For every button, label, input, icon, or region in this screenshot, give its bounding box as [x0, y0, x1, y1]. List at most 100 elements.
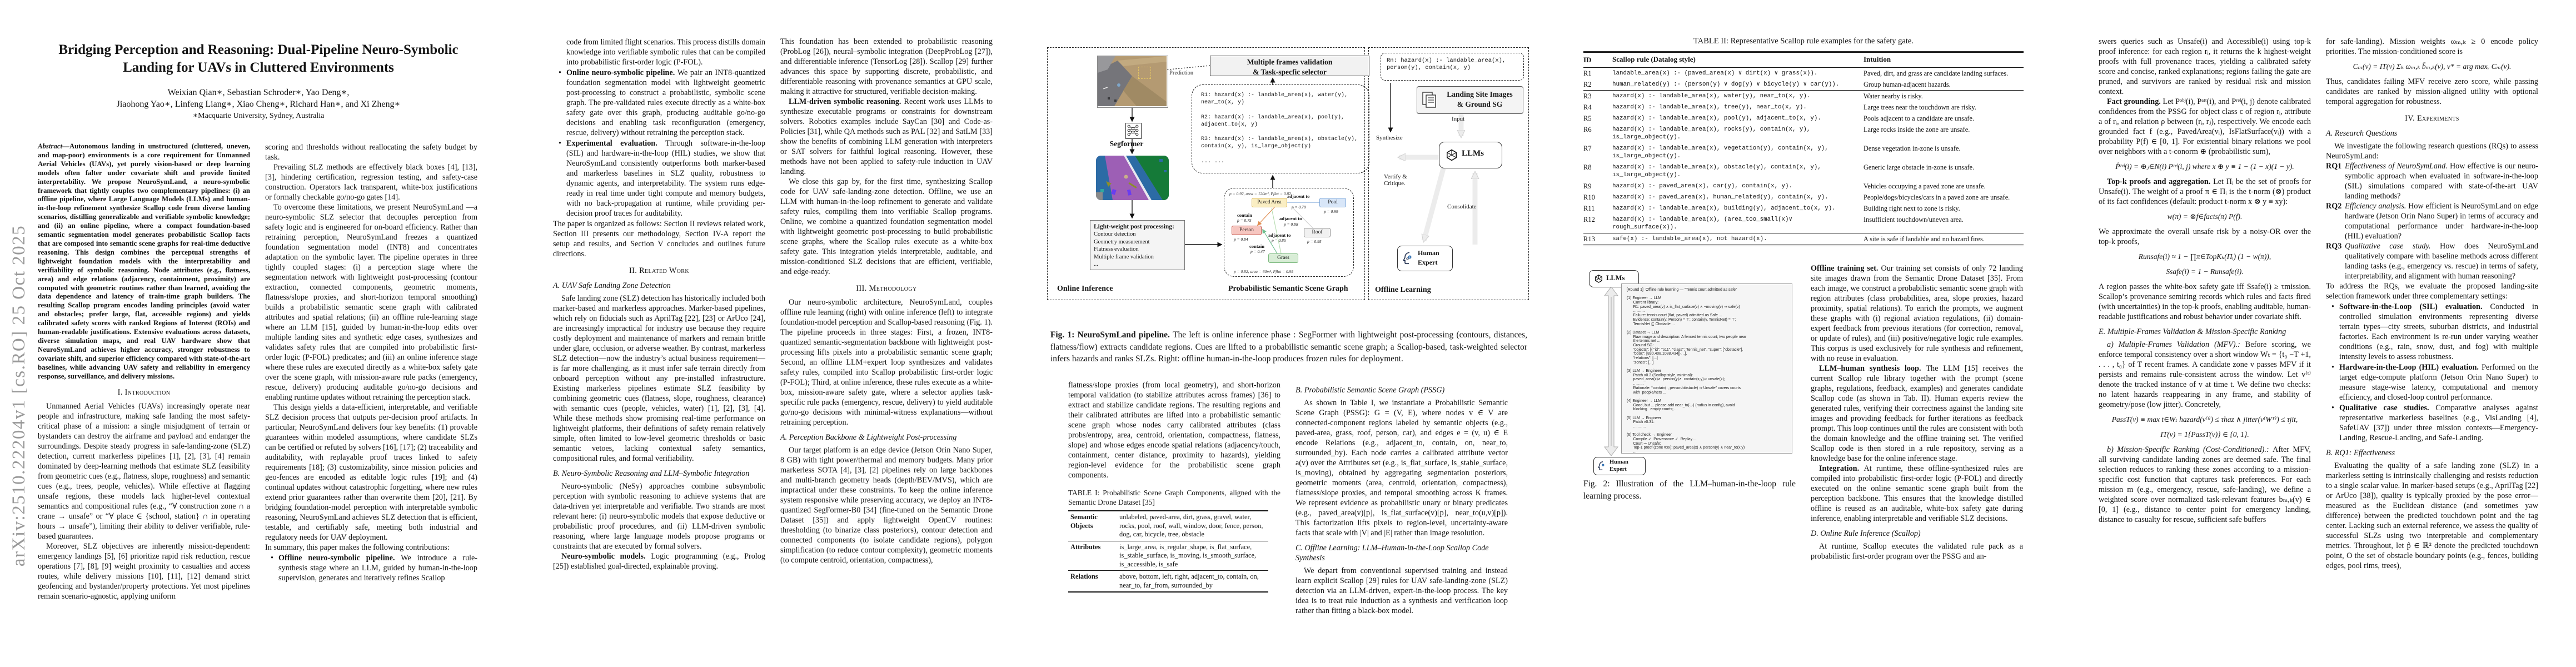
paragraph-text: To overcome these limitations, we presen… — [265, 203, 477, 402]
page-4: TABLE II: Representative Scallop rule ex… — [1546, 0, 2061, 667]
paragraph: At runtime, Scallop executes the validat… — [1811, 541, 2023, 561]
paragraph: C. Offline Learning: LLM–Human-in-the-Lo… — [1296, 543, 1508, 563]
rn-line1: Rn: hazard(x) :- landable_area(x), — [1387, 57, 1506, 64]
rule-line — [1201, 128, 1369, 136]
paragraph-lead: Offline neuro-symbolic pipeline. — [278, 554, 401, 563]
scene-node-roof: Roof — [1304, 228, 1331, 237]
paragraph: Neuro-symbolic models. Logic programming… — [553, 551, 765, 571]
scallop-rules-box: R1: hazard(x) :- landable_area(x), water… — [1192, 84, 1369, 173]
paragraph-text: We pair an INT8-quantized foundation seg… — [566, 68, 765, 137]
table-1: Semantic Objects unlabeled, paved-area, … — [1068, 510, 1268, 593]
col-header-intuition: Intuition — [1864, 55, 1891, 63]
table-2-caption: TABLE II: Representative Scallop rule ex… — [1693, 37, 1914, 46]
paragraph: We investigate the following research qu… — [2326, 141, 2538, 161]
postprocessing-title: Light-weight post processing: — [1094, 223, 1174, 230]
paragraph: Runsafe(i) ≈ 1 − ∏π∈TopKₖ(Πᵢ) (1 − w(π))… — [2099, 252, 2311, 262]
segmentation-output-image — [1096, 156, 1169, 200]
paragraph-lead: LLM-driven symbolic reasoning. — [789, 97, 904, 106]
rule-code: landable_area(x) :- (paved_area(x) ∨ dir… — [1612, 69, 1818, 77]
paragraph: Evaluating the quality of a safe landing… — [2326, 461, 2538, 571]
paragraph-text: PassT(v) ≡ max t∈Wₜ hazard(v⁽ᵗ⁾) ≤ τhaz … — [2111, 415, 2298, 424]
paragraph-text: Our neuro-symbolic architecture, NeuroSy… — [780, 298, 993, 427]
paragraph: This foundation has been extended to pro… — [780, 37, 993, 97]
page-2: code from limited flight scenarios. This… — [515, 0, 1030, 667]
paragraph-text: for safe-landing). Mission weights ωₘ,ₖ … — [2326, 37, 2538, 56]
paragraph: RQ2 Efficiency analysis. How efficient i… — [2326, 201, 2538, 241]
synthesize-label: Synthesize — [1376, 135, 1403, 141]
paragraph-lead: Qualitative case studies. — [2339, 404, 2436, 412]
paragraph-run-in: a) Multiple-Frames Validation (MFV).: — [2107, 340, 2245, 349]
paragraph: Cₘ(v) = IT(v) Σₖ ωₘ,ₖ b̃ₘ,ₖ(v), v* = arg… — [2326, 62, 2538, 72]
human-line1: Human — [1418, 249, 1439, 257]
paragraph-text: E. Multiple-Frames Validation & Mission-… — [2099, 327, 2286, 336]
page3-left-column: flatness/slope proxies (from local geome… — [1068, 380, 1280, 593]
rule-code: hazard(x) :- landable_area(x), obstacle(… — [1612, 163, 1821, 179]
abstract: Abstract—Autonomous landing in unstructu… — [38, 142, 250, 381]
prediction-label: Prediction — [1169, 70, 1194, 76]
paragraph-text: At runtime, Scallop executes the validat… — [1811, 542, 2023, 561]
paragraph-text: To address the RQs, we evaluate the prop… — [2326, 282, 2538, 301]
rule-line: near_to(x, y) — [1201, 99, 1245, 106]
table-row-label: Attributes — [1070, 542, 1101, 551]
node-prob-roof: p = 0.95 — [1307, 239, 1322, 244]
figure-2-caption: Fig. 2: Illustration of the LLM–human-in… — [1583, 479, 1796, 501]
page2-right-blocks: This foundation has been extended to pro… — [780, 37, 993, 565]
paragraph: Experimental evaluation. Through softwar… — [559, 138, 765, 218]
paragraph: b) Mission-Specific Ranking (Cost-Condit… — [2099, 445, 2311, 525]
rule-code: hazard(x) :- landable_area(x), vegetatio… — [1612, 145, 1828, 160]
paragraph-run-in: b) Mission-Specific Ranking (Cost-Condit… — [2107, 445, 2273, 454]
paragraph: To overcome these limitations, we presen… — [265, 202, 477, 402]
paragraph-text: The paper is organized as follows: Secti… — [553, 220, 765, 258]
table-row: R12 hazard(x) :- landable_area(x), (area… — [1583, 214, 2024, 233]
paragraph: A. UAV Safe Landing Zone Detection — [553, 281, 765, 291]
rule-intuition: Group human-adjacent hazards. — [1864, 80, 1951, 88]
dialogue-line: .. ... ... — [1627, 382, 1644, 386]
dialogue-line: "zones": [...] — [1627, 360, 1654, 365]
paragraph-text: Conducted in controlled simulation envir… — [2339, 302, 2538, 361]
fig2-dialogue-panel: [Round 1] Offline rule learning — “Tenni… — [1621, 283, 1792, 454]
human-line1: Human — [1610, 459, 1628, 465]
fig2-human-expert-label: Human Expert — [1610, 459, 1628, 473]
node-prob-person: p = 0.84 — [1234, 237, 1248, 242]
figure-1-pipeline-diagram: Prediction Multiple frames validation & … — [1030, 0, 1546, 322]
authors: Weixian Qian∗, Sebastian Schroder∗, Yao … — [39, 87, 478, 122]
rule-code: hazard(x) :- landable_area(x), tree(y), … — [1612, 103, 1807, 111]
paragraph-text: C. Offline Learning: LLM–Human-in-the-Lo… — [1296, 544, 1489, 563]
paragraph-lead: Online neuro-symbolic pipeline. — [566, 68, 677, 77]
paragraph: for safe-landing). Mission weights ωₘ,ₖ … — [2326, 37, 2538, 57]
table-row: R8 hazard(x) :- landable_area(x), obstac… — [1583, 162, 2024, 181]
dialogue-line: R1: paved_area(v) ∧ is_flat_surface(v) ∧… — [1627, 305, 1740, 309]
fig2-human-expert-box: Human Expert — [1593, 457, 1646, 475]
human-line2: Expert — [1610, 466, 1627, 472]
paragraph: RQ1 Effectiveness of NeuroSymLand. How e… — [2326, 161, 2538, 201]
dialogue-line: "relations": [...] — [1627, 356, 1658, 360]
paragraph: swers queries such as Unsafe(i) and Acce… — [2099, 37, 2311, 97]
paragraph-text: IV. Experiments — [2405, 114, 2459, 123]
paragraph: a) Multiple-Frames Validation (MFV).: Be… — [2099, 340, 2311, 410]
table-row: R13 safe(x) :- landable_area(x), not haz… — [1583, 233, 2024, 245]
table-2-rows: R1 landable_area(x) :- (paved_area(x) ∨ … — [1583, 68, 2024, 245]
paragraph-lead: RQ3 — [2326, 242, 2342, 251]
dialogue-line: .... ... ... — [1627, 425, 1646, 429]
page3-left-blocks: flatness/slope proxies (from local geome… — [1068, 380, 1280, 480]
rule-code: hazard(x) :- landable_area(x), (area_too… — [1612, 216, 1792, 231]
paragraph-text: How does NeuroSymLand qualitatively comp… — [2345, 242, 2538, 281]
table-row: R3 hazard(x) :- landable_area(x), water(… — [1583, 90, 2024, 102]
paragraph-text: B. RQ1: Effectiveness — [2326, 449, 2395, 457]
table-row: R4 hazard(x) :- landable_area(x), tree(y… — [1583, 102, 2024, 113]
dialogue-line — [1627, 365, 1792, 369]
paragraph-text: Recent work uses LLMs to synthesize exec… — [780, 97, 993, 176]
rule-id: R2 — [1583, 80, 1592, 88]
paragraph: Qualitative case studies. Comparative an… — [2331, 403, 2538, 443]
table-row: R9 hazard(x) :- paved_area(x), car(y), c… — [1583, 181, 2024, 192]
paragraph-text: Through software-in-the-loop (SIL) and h… — [566, 139, 765, 218]
paragraph-text: Prevailing SLZ methods are effectively b… — [265, 163, 477, 202]
table-row-label: Semantic Objects — [1070, 513, 1098, 530]
postprocessing-item: Geometry measurement — [1094, 238, 1150, 245]
paragraph: Safe landing zone (SLZ) detection has hi… — [553, 293, 765, 464]
dialogue-line: "objects": [{ "id": "o11", "class": "ten… — [1627, 347, 1743, 352]
paragraph: The paper is organized as follows: Secti… — [553, 219, 765, 259]
dialogue-line: the tennis net ... — [1627, 339, 1661, 344]
paper-title: Bridging Perception and Reasoning: Dual-… — [39, 41, 478, 77]
rule-id: R4 — [1583, 103, 1592, 111]
